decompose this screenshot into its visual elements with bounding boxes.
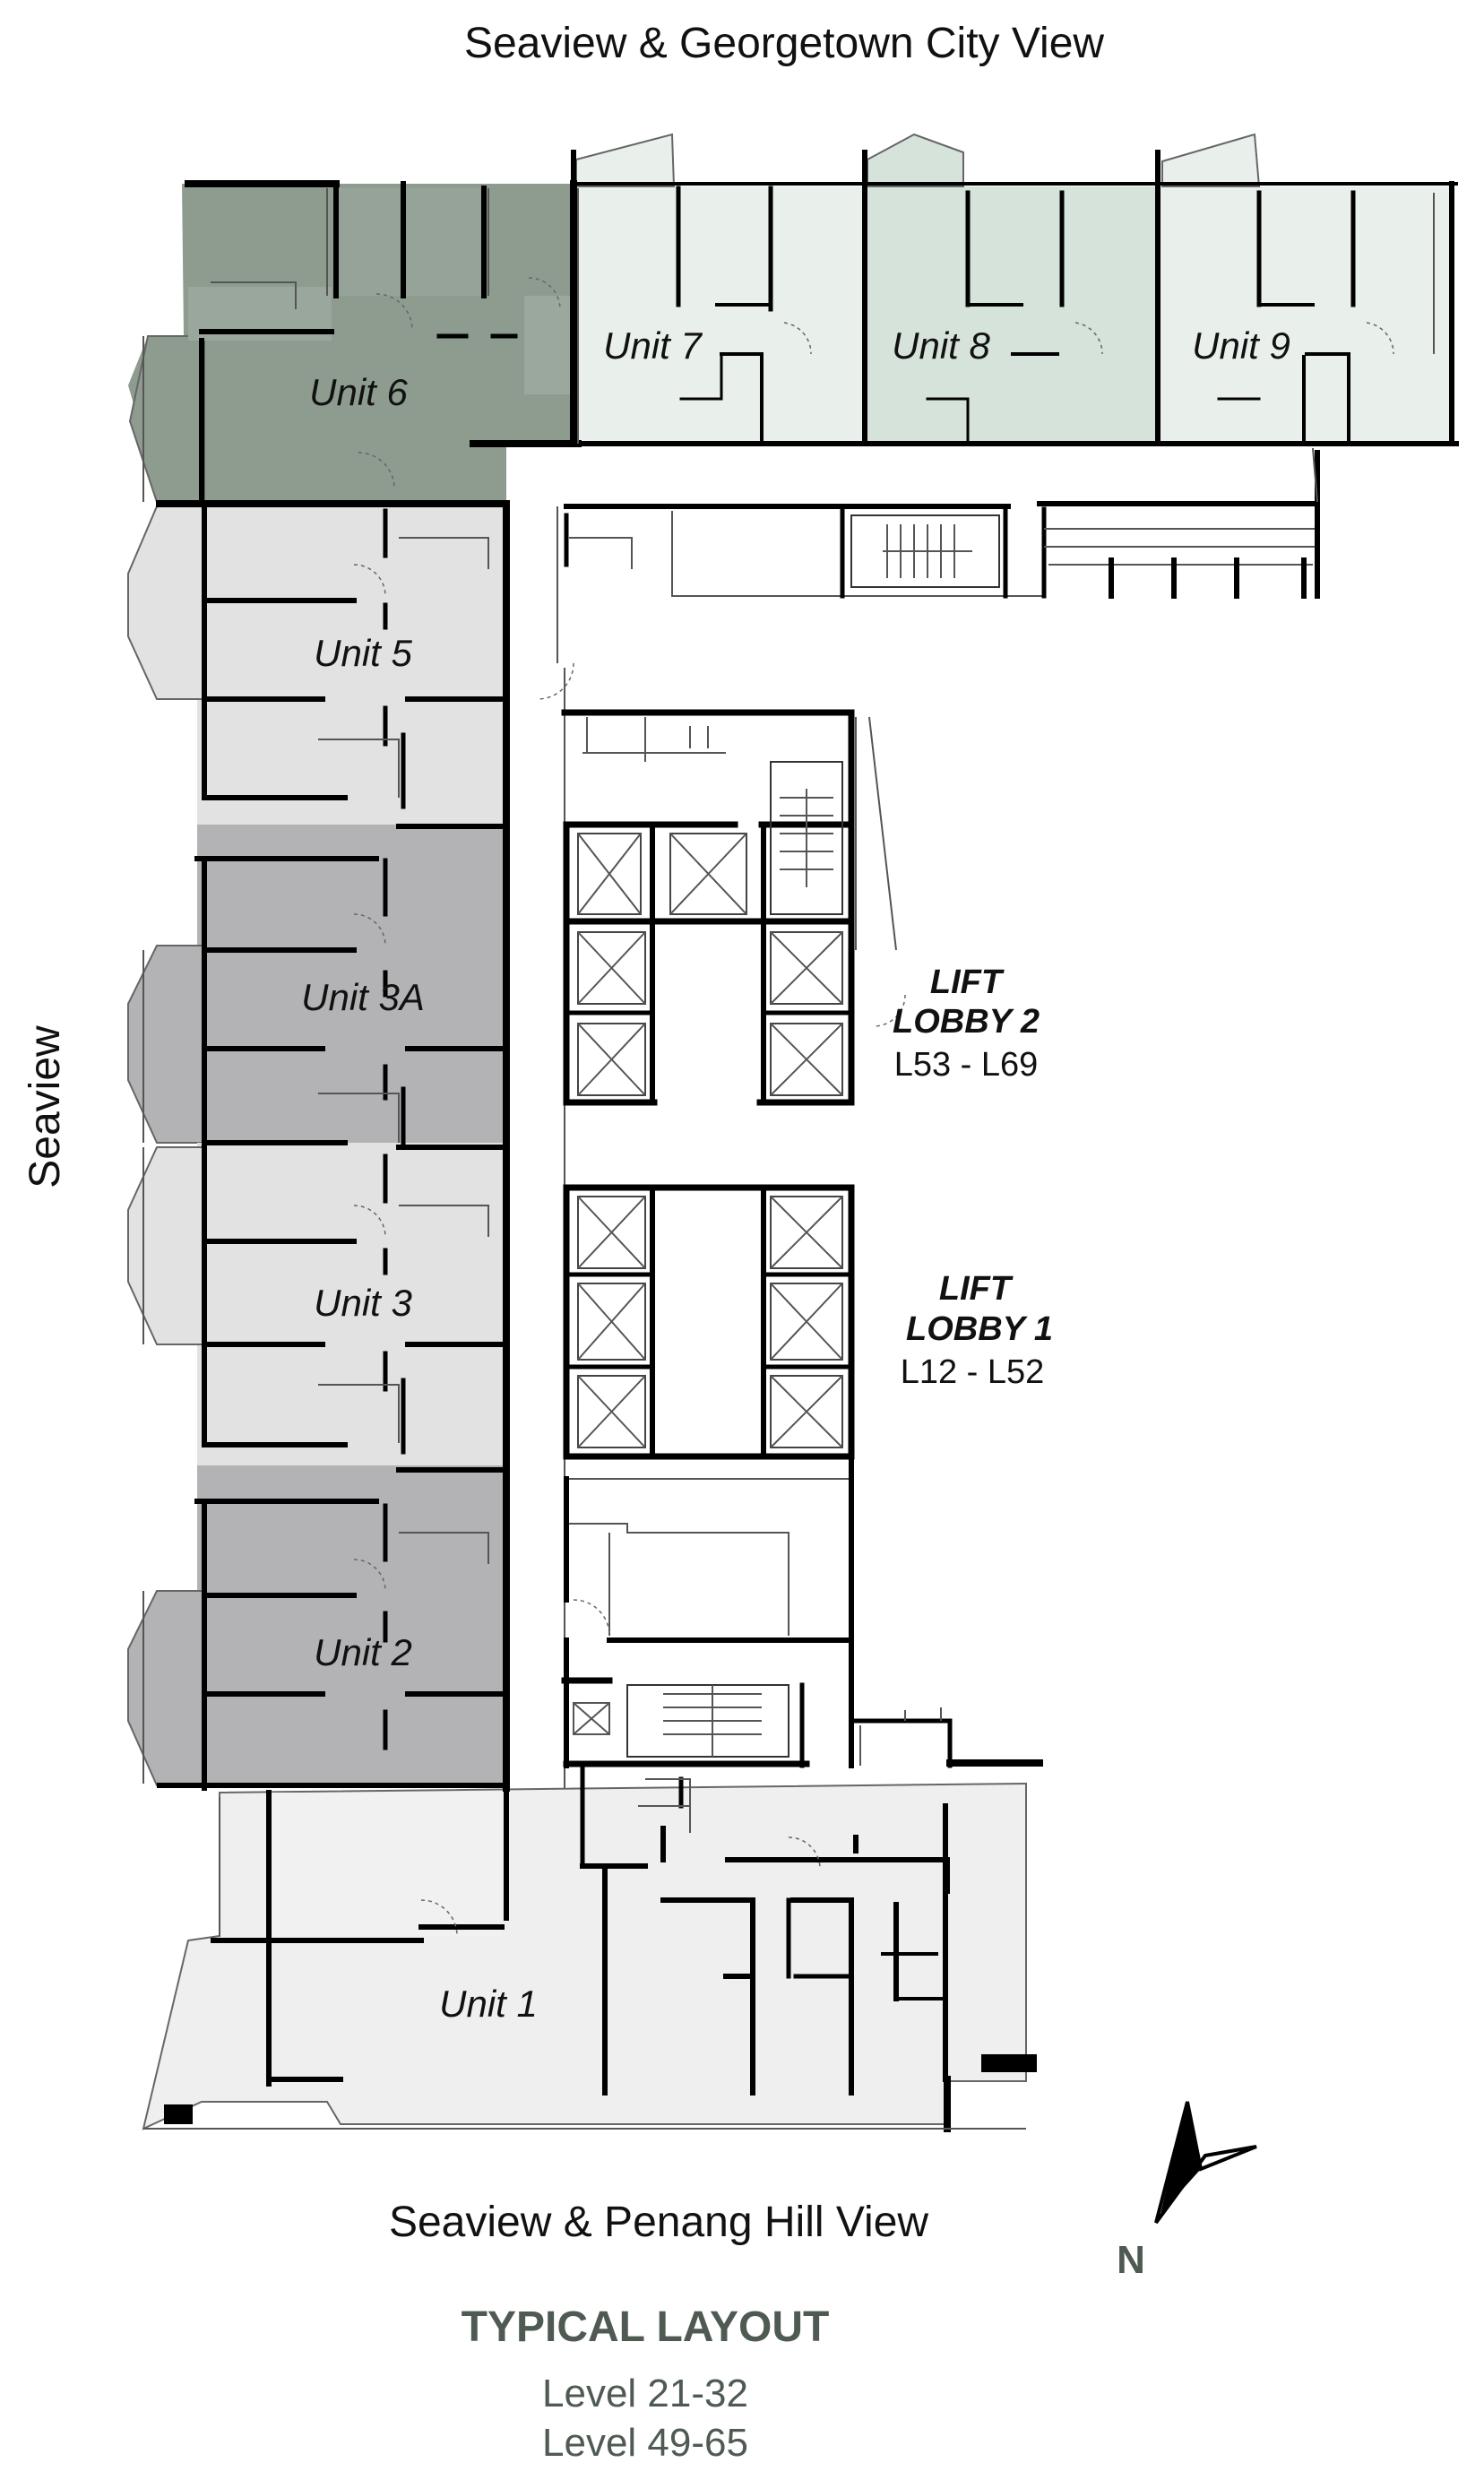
bottom-stair (626, 1684, 789, 1758)
unit-7-fill (574, 186, 865, 446)
unit-5-label: Unit 5 (314, 632, 412, 674)
unit-6-room-c (524, 296, 574, 394)
core (561, 447, 1320, 1867)
unit-7-label: Unit 7 (603, 324, 703, 367)
lift-lobby-2-label: LIFT LOBBY 2 L53 - L69 (893, 963, 1040, 1084)
unit-9-balcony (1161, 133, 1261, 187)
lift-lobby-2-line1: LIFT (930, 963, 1005, 1001)
unit-5-fill (197, 502, 506, 825)
unit-1-area (142, 1782, 1027, 2130)
unit-1-label: Unit 1 (439, 1983, 538, 2025)
unit-2-fill (197, 1465, 506, 1788)
unit-6-label: Unit 6 (309, 371, 408, 413)
top-stair (850, 514, 1000, 588)
lift-lobby-1-range: L12 - L52 (901, 1353, 1045, 1391)
north-arrow: N (1117, 2101, 1257, 2282)
unit-8-label: Unit 8 (892, 324, 990, 367)
unit-9-label: Unit 9 (1192, 324, 1290, 367)
lobby-2-lift-cars (577, 833, 843, 1096)
unit-8-balcony (867, 133, 964, 187)
unit-7-balcony (575, 133, 676, 187)
layout-title: TYPICAL LAYOUT (462, 2303, 830, 2351)
unit-3-area (127, 1143, 506, 1465)
unit-3-balcony (127, 1146, 205, 1345)
unit-3a-balcony (127, 945, 205, 1144)
unit-3a-label: Unit 3A (301, 976, 425, 1018)
unit-3-label: Unit 3 (314, 1282, 412, 1324)
unit-8-fill (865, 186, 1156, 446)
unit-2-balcony (127, 1590, 205, 1786)
left-view-label: Seaview (22, 1025, 69, 1188)
unit-2-label: Unit 2 (314, 1631, 412, 1673)
unit-3-fill (197, 1143, 506, 1465)
top-view-label: Seaview & Georgetown City View (464, 20, 1104, 67)
north-label: N (1117, 2238, 1145, 2282)
north-arrow-icon (1154, 2101, 1257, 2225)
lobby-1-lift-cars (577, 1196, 843, 1448)
door-swings (353, 277, 1394, 1937)
unit-1-corner-block-small (164, 2104, 193, 2124)
lift-lobby-1-line1: LIFT (939, 1270, 1014, 1308)
unit-6-room-a (336, 188, 484, 296)
unit-1-room-a (269, 1793, 502, 1936)
unit-8-area (865, 133, 1156, 446)
bottom-view-label: Seaview & Penang Hill View (389, 2199, 928, 2246)
unit-3a-area (127, 825, 506, 1144)
glazing-lines (142, 188, 1435, 2130)
unit-6-area (128, 184, 574, 503)
lift-lobby-1-label: LIFT LOBBY 1 L12 - L52 (901, 1270, 1053, 1391)
unit-3a-fill (197, 825, 506, 1143)
unit-2-area (127, 1465, 506, 1788)
level-range-2: Level 49-65 (542, 2421, 748, 2465)
lift-lobby-2-range: L53 - L69 (894, 1046, 1039, 1084)
unit-1-corner-block (981, 2054, 1037, 2072)
lift-lobby-2-line2: LOBBY 2 (893, 1003, 1040, 1041)
unit-5-balcony (127, 506, 205, 700)
main-walls (156, 150, 1459, 2132)
lift-lobby-1-line2: LOBBY 1 (906, 1310, 1053, 1348)
lobby-2-stair (770, 761, 843, 915)
level-range-1: Level 21-32 (542, 2372, 748, 2415)
